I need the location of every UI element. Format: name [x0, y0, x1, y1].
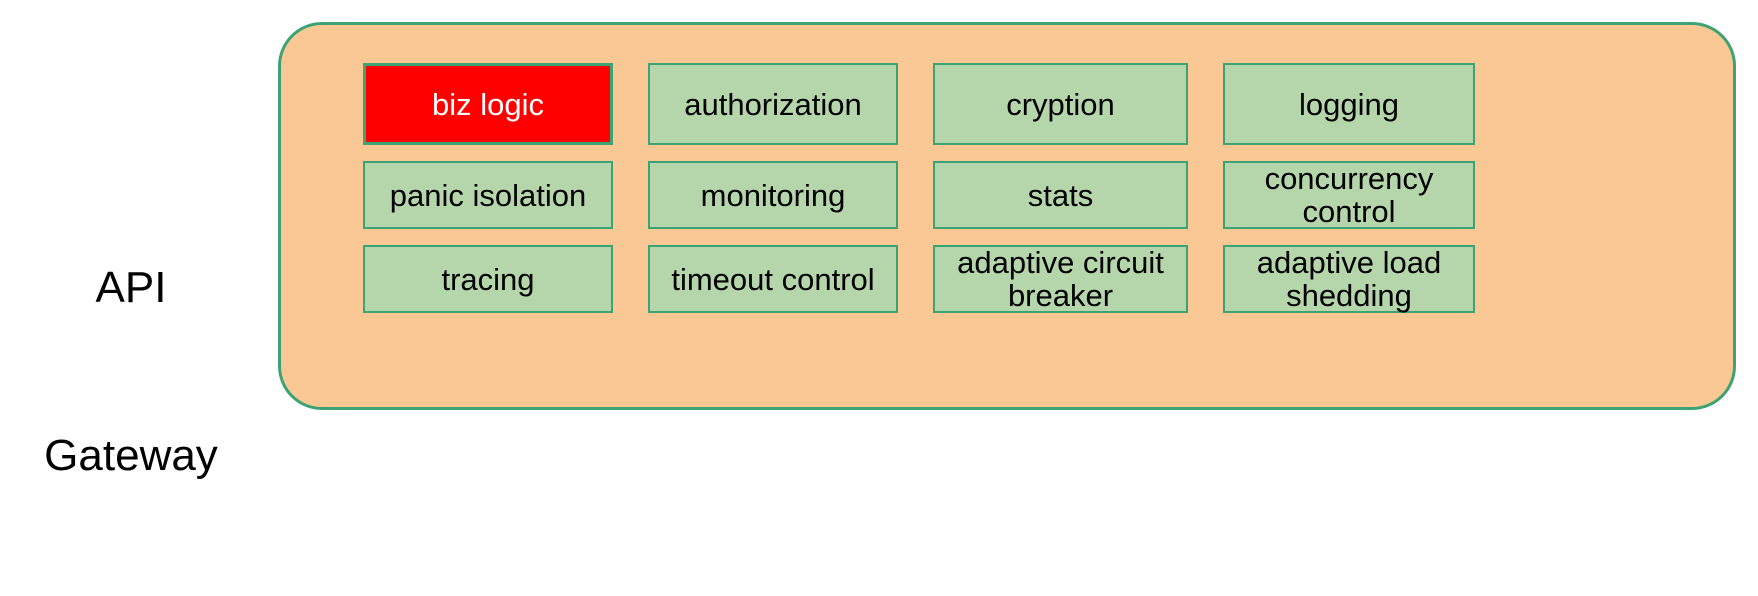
capability-box-adaptive-circuit-breaker[interactable]: adaptive circuit breaker — [933, 245, 1188, 313]
api-gateway-label: API Gateway — [0, 148, 262, 596]
capability-cell[interactable]: concurrency control — [1223, 161, 1475, 229]
capability-cell[interactable]: cryption — [933, 63, 1188, 145]
capability-cell[interactable]: adaptive load shedding — [1223, 245, 1475, 313]
capability-box-biz-logic[interactable]: biz logic — [363, 63, 613, 145]
capability-box-adaptive-load-shedding[interactable]: adaptive load shedding — [1223, 245, 1475, 313]
capability-box-panic-isolation[interactable]: panic isolation — [363, 161, 613, 229]
capability-label: authorization — [684, 86, 862, 122]
capability-cell[interactable]: biz logic — [363, 63, 613, 145]
capability-grid: biz logic authorization cryption logging — [363, 63, 1651, 365]
capability-cell[interactable]: stats — [933, 161, 1188, 229]
capability-box-cryption[interactable]: cryption — [933, 63, 1188, 145]
capability-box-stats[interactable]: stats — [933, 161, 1188, 229]
capability-label: concurrency control — [1264, 161, 1434, 229]
capability-cell[interactable]: panic isolation — [363, 161, 613, 229]
diagram-canvas: API Gateway biz logic authorization cryp… — [44, 22, 1736, 480]
capability-label: cryption — [1006, 86, 1115, 122]
capability-box-timeout-control[interactable]: timeout control — [648, 245, 898, 313]
capability-label: timeout control — [671, 261, 875, 297]
capability-label: logging — [1299, 86, 1399, 122]
capability-label: adaptive circuit breaker — [957, 245, 1164, 313]
api-gateway-label-line-2: Gateway — [44, 431, 218, 480]
capability-box-logging[interactable]: logging — [1223, 63, 1475, 145]
capability-label: adaptive load shedding — [1256, 245, 1442, 313]
capability-cell[interactable]: authorization — [648, 63, 898, 145]
capability-cell[interactable]: monitoring — [648, 161, 898, 229]
capability-label: panic isolation — [389, 177, 587, 213]
capability-box-monitoring[interactable]: monitoring — [648, 161, 898, 229]
capability-box-concurrency-control[interactable]: concurrency control — [1223, 161, 1475, 229]
api-gateway-container: biz logic authorization cryption logging — [278, 22, 1736, 410]
capability-label: stats — [1027, 177, 1094, 213]
capability-box-tracing[interactable]: tracing — [363, 245, 613, 313]
capability-label: monitoring — [700, 177, 846, 213]
capability-cell[interactable]: tracing — [363, 245, 613, 313]
capability-cell[interactable]: logging — [1223, 63, 1475, 145]
api-gateway-label-line-1: API — [95, 263, 167, 312]
capability-cell[interactable]: adaptive circuit breaker — [933, 245, 1188, 313]
capability-label: biz logic — [432, 86, 544, 122]
capability-box-authorization[interactable]: authorization — [648, 63, 898, 145]
capability-cell[interactable]: timeout control — [648, 245, 898, 313]
capability-label: tracing — [441, 261, 535, 297]
